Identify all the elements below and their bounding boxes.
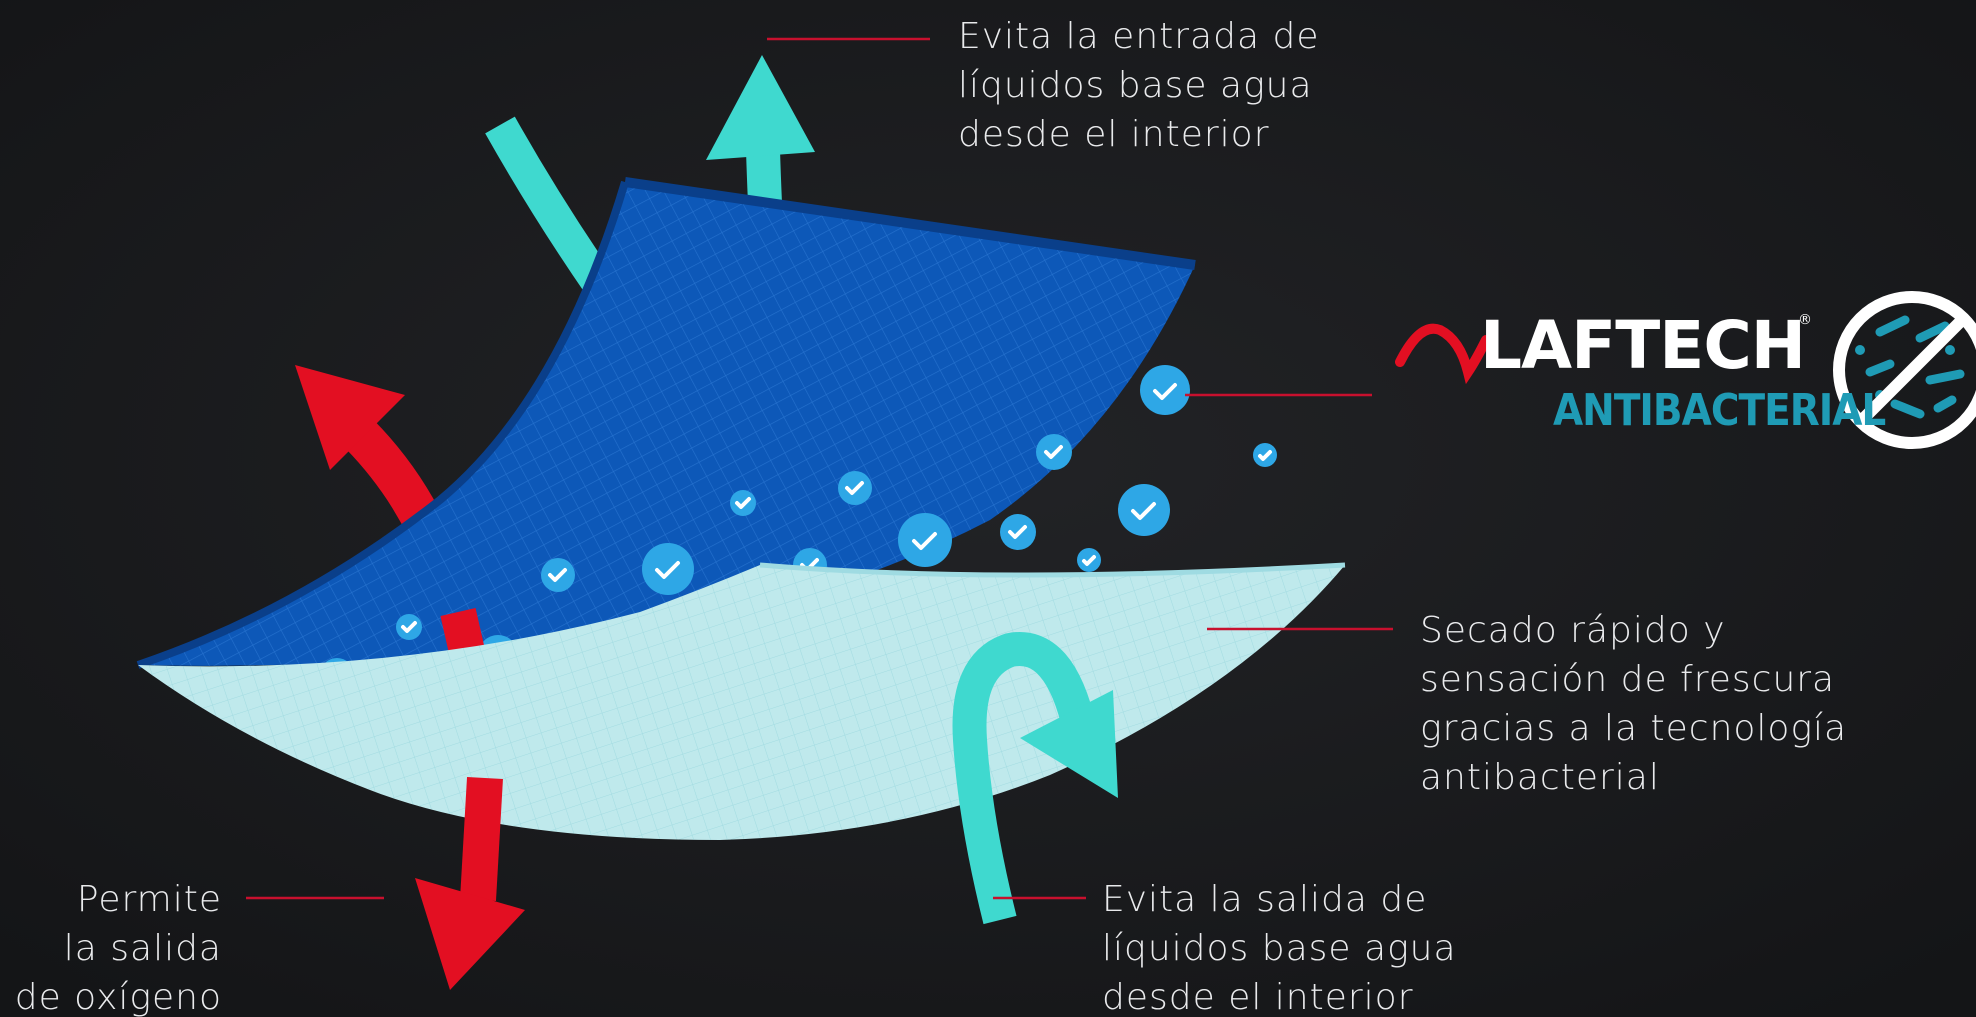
brand-name: LAFTECH bbox=[1480, 307, 1806, 384]
label-middle-right-line-3: gracias a la tecnología bbox=[1420, 708, 1848, 749]
bacteria-prohibited-icon bbox=[1833, 291, 1976, 449]
label-top: Evita la entrada de líquidos base agua d… bbox=[958, 12, 1319, 159]
label-top-line-1: Evita la entrada de bbox=[958, 16, 1320, 57]
label-top-line-3: desde el interior bbox=[958, 114, 1270, 155]
label-bottom-left-line-3: de oxígeno bbox=[14, 977, 222, 1017]
laftech-wave-logo bbox=[1395, 323, 1491, 385]
label-top-line-2: líquidos base agua bbox=[958, 65, 1313, 106]
inner-fabric-layer bbox=[138, 562, 1346, 840]
label-middle-right-line-2: sensación de frescura bbox=[1420, 659, 1836, 700]
label-bottom-right: Evita la salida de líquidos base agua de… bbox=[1102, 875, 1457, 1017]
label-bottom-left-line-2: la salida bbox=[63, 928, 222, 969]
check-bubble-icon bbox=[325, 383, 1272, 682]
laftech-brand: LAFTECH ® ANTIBACTERIAL bbox=[1480, 307, 1886, 438]
label-middle-right: Secado rápido y sensación de frescura gr… bbox=[1420, 606, 1847, 802]
brand-subtitle: ANTIBACTERIAL bbox=[1553, 386, 1886, 437]
label-middle-right-line-4: antibacterial bbox=[1420, 757, 1660, 798]
teal-arrow-u-turn bbox=[952, 632, 1118, 925]
label-bottom-right-line-2: líquidos base agua bbox=[1102, 928, 1457, 969]
red-arrow-down-exit bbox=[415, 776, 525, 990]
label-bottom-left: Permite la salida de oxígeno bbox=[0, 875, 222, 1017]
label-middle-right-line-1: Secado rápido y bbox=[1420, 610, 1726, 651]
label-bottom-right-line-1: Evita la salida de bbox=[1102, 879, 1428, 920]
teal-arrow-top-left bbox=[485, 116, 615, 295]
label-bottom-right-line-3: desde el interior bbox=[1102, 977, 1414, 1017]
brand-registered-mark: ® bbox=[1798, 312, 1812, 328]
leader-lines bbox=[246, 37, 1393, 900]
label-bottom-left-line-1: Permite bbox=[76, 879, 222, 920]
